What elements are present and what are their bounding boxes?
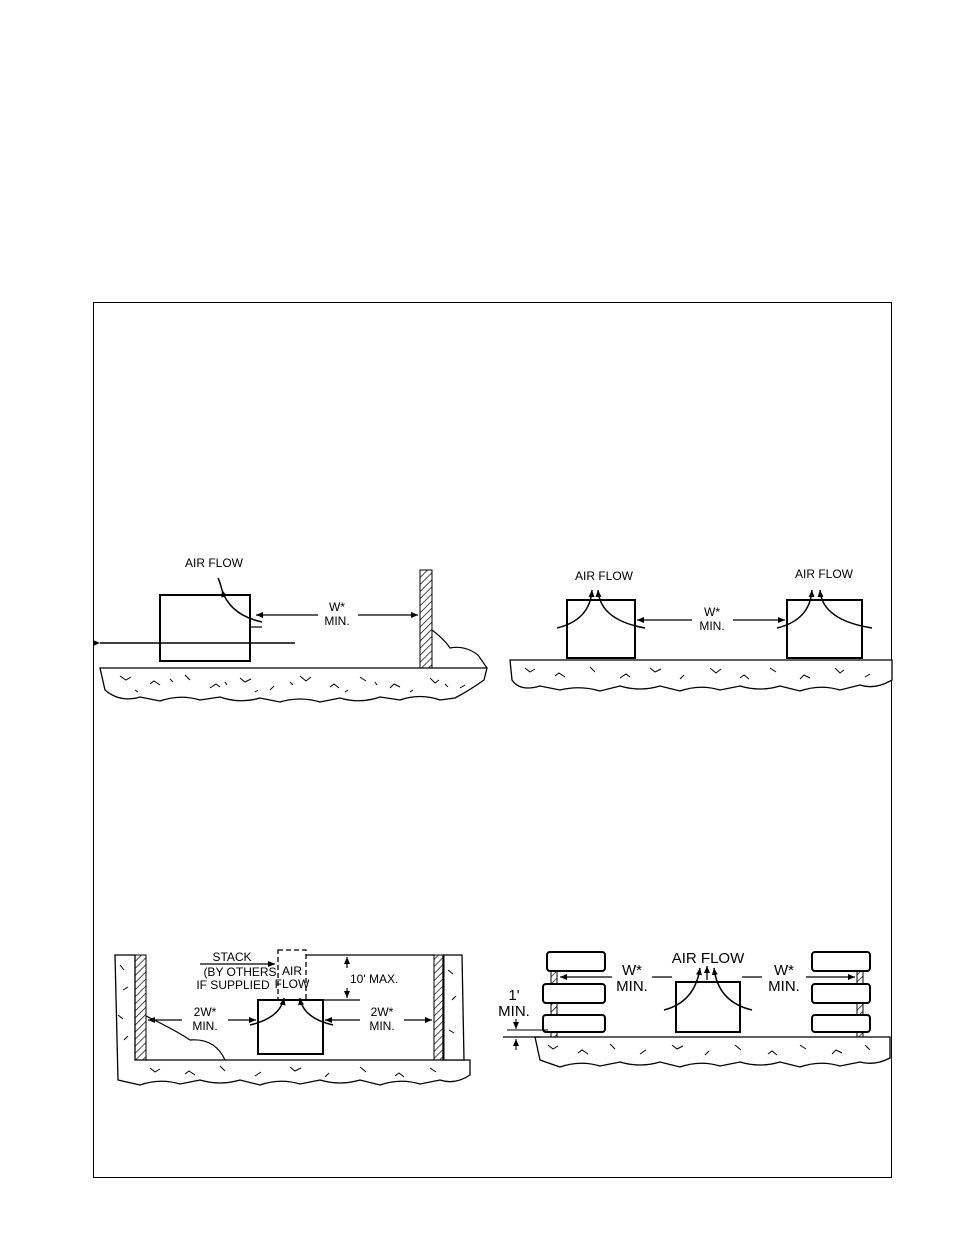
unit-box-left (567, 600, 635, 658)
diagram-unit-near-wall: AIR FLOW W* MIN. (100, 556, 487, 702)
stack-label: STACK (212, 950, 251, 964)
ground-slab (510, 660, 892, 691)
wall (420, 570, 432, 668)
louver-slat-left-top (547, 952, 605, 971)
airflow-label-right: AIR FLOW (795, 567, 854, 581)
flow-label: FLOW (275, 977, 310, 991)
ground-slab-right (443, 955, 464, 1060)
left-clearance-label-min: MIN. (192, 1019, 217, 1033)
air-label: AIR (282, 964, 302, 978)
left-clearance-label-2w: 2W* (194, 1005, 217, 1019)
right-clearance-label-min: MIN. (768, 978, 800, 995)
diagram-unit-in-pit: 10' MAX. STACK (BY OTHERS IF SUPPLIED AI… (115, 950, 470, 1085)
unit-box-right (787, 600, 862, 658)
airflow-label: AIR FLOW (185, 556, 244, 570)
pit-wall-left (135, 955, 146, 1060)
diagram-two-units: AIR FLOW AIR FLOW W* MIN. (510, 567, 892, 691)
unit-box (258, 1000, 323, 1054)
diagram-unit-between-louvers: AIR FLOW W* MIN. W* MIN. 1' MIN. (498, 950, 890, 1067)
louver-slat-right-top (812, 952, 870, 971)
elevation-label-1ft: 1' (508, 987, 519, 1004)
louver-slat-left-bottom (543, 1015, 605, 1032)
if-supplied-label: IF SUPPLIED (196, 978, 270, 992)
clearance-label-w: W* (329, 600, 345, 614)
louver-slat-left-middle (543, 984, 605, 1003)
by-others-label: (BY OTHERS (203, 965, 276, 979)
ground-slab (535, 1037, 890, 1067)
ground-slab (100, 668, 487, 702)
clearance-label-min: MIN. (699, 619, 724, 633)
airflow-label: AIR FLOW (672, 950, 745, 967)
left-clearance-label-min: MIN. (616, 978, 648, 995)
clearance-label-w: W* (704, 605, 720, 619)
clearance-label-min: MIN. (324, 614, 349, 628)
louver-slat-right-middle (812, 984, 870, 1003)
left-clearance-label-w: W* (622, 962, 642, 979)
airflow-label-left: AIR FLOW (575, 569, 634, 583)
pit-wall-right (434, 955, 444, 1060)
unit-box (160, 595, 250, 661)
unit-box (676, 982, 740, 1032)
wall-soil-line (432, 630, 487, 668)
right-clearance-label-min: MIN. (369, 1019, 394, 1033)
elevation-label-min: MIN. (498, 1003, 530, 1020)
airflow-arrow-tail (218, 578, 222, 590)
louver-slat-right-bottom (812, 1015, 870, 1032)
right-clearance-label-2w: 2W* (371, 1005, 394, 1019)
max-height-label: 10' MAX. (350, 972, 398, 986)
right-clearance-label-w: W* (774, 962, 794, 979)
